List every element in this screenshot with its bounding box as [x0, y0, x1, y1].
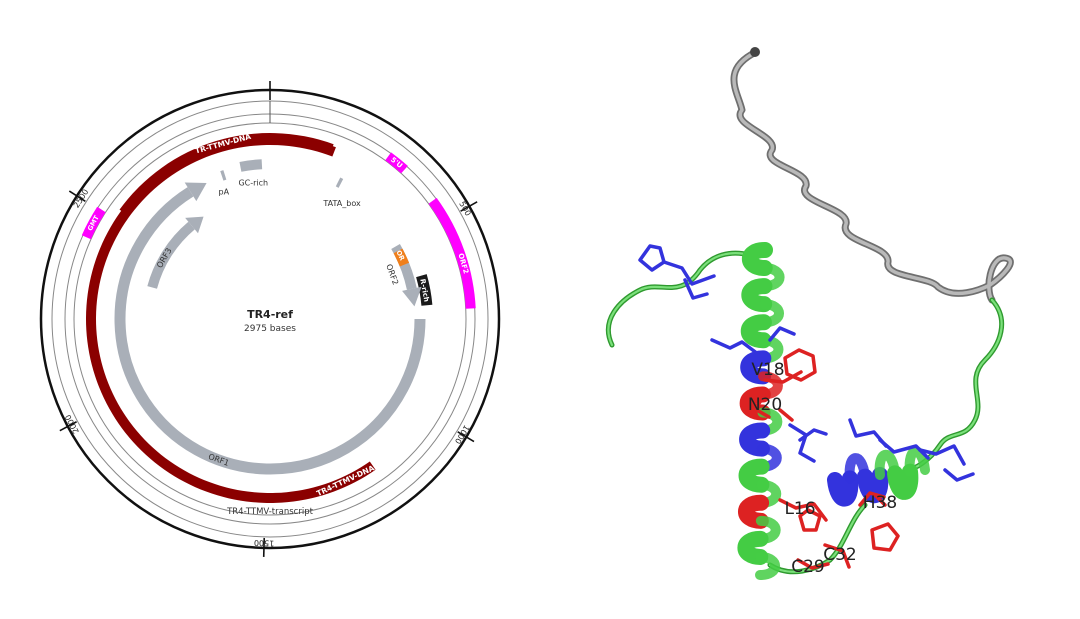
- band-gmt: [81, 206, 106, 240]
- label-tr4-ttmv-dna: TR4-TTMV-DNA: [315, 463, 376, 498]
- acidic-sidechains: [753, 348, 900, 570]
- loop-right-hl: [903, 298, 1003, 472]
- plasmid-name: TR4-ref: [247, 308, 293, 321]
- band-r-rich: [416, 274, 433, 306]
- marker-tata-box: [335, 177, 344, 188]
- arrow-orf1: [114, 187, 426, 475]
- residue-label-c29: C29: [791, 557, 825, 577]
- marker-pa: [220, 170, 227, 181]
- arrow-orf2-head: [402, 286, 422, 307]
- sidechain-b6: [788, 423, 816, 463]
- loop-left-hl: [607, 252, 752, 347]
- sidechain-b2: [662, 260, 716, 286]
- basic-sidechains: [638, 244, 975, 482]
- arrow-orf3-head: [185, 216, 204, 234]
- residue-label-h38: H38: [863, 493, 897, 513]
- residue-label-c32: C32: [823, 545, 857, 565]
- tick-label-3: 1500: [254, 538, 275, 548]
- sidechain-h38: [858, 491, 886, 507]
- tick-2: [457, 431, 475, 443]
- sidechain-b11: [943, 468, 975, 482]
- tick-label-4: 2000: [63, 413, 81, 435]
- arrow-orf3: [147, 221, 195, 289]
- sidechain-v18-ring: [783, 348, 817, 382]
- transcript-label: TR4-TTMV-transcript: [226, 507, 314, 517]
- sidechain-n20: [753, 393, 771, 419]
- residue-label-v18: V18: [751, 360, 784, 380]
- tick-1: [460, 201, 478, 212]
- label-pa: pA: [219, 188, 230, 197]
- arrow-orf1-head: [184, 182, 207, 202]
- sidechain-c29: [796, 558, 830, 570]
- sidechain-b7: [798, 428, 828, 442]
- marker-gc-rich: [239, 159, 263, 172]
- tick-label-2: 1000: [453, 423, 471, 445]
- sidechain-c32: [823, 543, 851, 569]
- helix-1: [737, 241, 785, 581]
- tail-terminus: [750, 47, 760, 57]
- loop-bottom-hl: [768, 503, 867, 573]
- label-orf2-arrow: ORF2: [384, 263, 400, 286]
- coil-tail: [730, 48, 1014, 304]
- sidechain-l16-ring: [798, 508, 822, 532]
- tick-label-5: 2500: [72, 188, 91, 210]
- band-tr4-ttmv-dna: [85, 134, 376, 503]
- sidechain-b3: [683, 278, 709, 300]
- band-orf2: [428, 197, 476, 309]
- arrow-orf2: [391, 244, 417, 291]
- sidechain-b1: [638, 244, 666, 272]
- sidechain-n20b: [778, 408, 794, 422]
- residue-label-l16: L16: [784, 499, 815, 519]
- tick-5: [68, 190, 86, 202]
- label-or: OR: [394, 249, 406, 262]
- label-orf3: ORF3: [155, 246, 174, 269]
- arrow-or: [393, 248, 410, 267]
- label-gc-rich: GC-rich: [238, 179, 268, 188]
- feature-arrows: [114, 182, 426, 475]
- coil-tail-highlight: [732, 50, 1013, 302]
- sidechain-l16: [778, 498, 828, 522]
- helix-2: [827, 446, 930, 507]
- helix-main-turn-17: [755, 551, 780, 581]
- plasmid-size: 2975 bases: [244, 324, 296, 334]
- label-tata-box: TATA_box: [322, 199, 361, 208]
- band-tr-ttmv-dna-top: [119, 133, 334, 216]
- band-5u: [385, 152, 408, 174]
- helix-second-turn-0: [827, 470, 859, 507]
- sidechain-h38b: [873, 493, 887, 507]
- sidechain-b5: [768, 326, 796, 342]
- helix-second-turn-5: [904, 446, 930, 477]
- sidechain-b10: [918, 444, 966, 466]
- feature-markers: [220, 159, 344, 188]
- tick-4: [59, 421, 77, 432]
- helix-second-turn-4: [887, 463, 919, 500]
- tick-3: [262, 537, 266, 557]
- residue-label-n20: N20: [748, 395, 782, 415]
- sidechain-b4: [710, 338, 760, 356]
- tick-label-1: 500: [457, 200, 472, 218]
- sidechain-v18: [763, 370, 803, 384]
- feature-bands: [81, 133, 476, 503]
- sidechain-h38-ring: [870, 522, 900, 552]
